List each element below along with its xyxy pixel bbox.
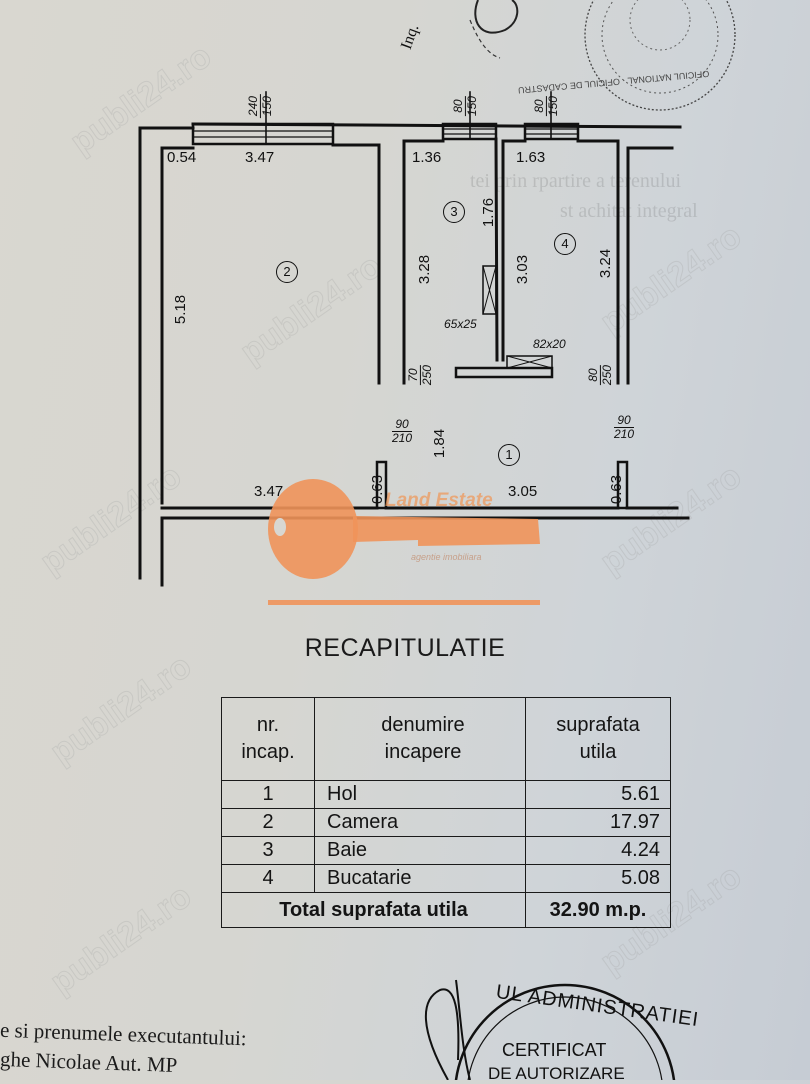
certificate-stamp [424, 979, 676, 1080]
dim-room2-top: 3.47 [245, 149, 275, 166]
logo-subtitle: agentie imobiliara [411, 552, 482, 562]
footer-line-2: ghe Nicolae Aut. MP [0, 1046, 178, 1078]
dim-hall-bottom: 3.05 [508, 483, 538, 500]
total-label: Total suprafata utila [221, 892, 526, 928]
room-number-1: 1 [498, 444, 520, 466]
stamp-line-2: DE AUTORIZARE [488, 1064, 625, 1083]
recap-title: RECAPITULATIE [304, 634, 506, 662]
dim-corner: 0.54 [167, 149, 197, 166]
duct-bath-size: 65x25 [444, 317, 477, 331]
table-row: 4 Bucatarie 5.08 [221, 864, 671, 893]
watermark: publi24.ro [43, 876, 199, 1002]
watermark: publi24.ro [43, 646, 199, 772]
key-icon [268, 479, 540, 605]
signature-and-stamp-top: OFICIUL NATIONAL · OFICIUL DE CADASTRU [469, 0, 736, 111]
dim-room2-bottom: 3.47 [254, 483, 284, 500]
recap-table: nr. incap. denumire incapere suprafata u… [221, 697, 671, 928]
dim-jamb-right: 0.63 [608, 474, 626, 505]
dim-room4-top: 1.63 [516, 149, 546, 166]
table-row: 1 Hol 5.61 [221, 780, 671, 809]
header-name: denumire incapere [314, 697, 526, 781]
table-row: 3 Baie 4.24 [221, 836, 671, 865]
table-total-row: Total suprafata utila 32.90 m.p. [221, 892, 671, 928]
table-row: 2 Camera 17.97 [221, 808, 671, 837]
dim-room3-right: 1.76 [480, 197, 498, 228]
total-value: 32.90 m.p. [525, 892, 671, 928]
room-number-2: 2 [276, 261, 298, 283]
header-nr: nr. incap. [221, 697, 315, 781]
header-area: suprafata utila [525, 697, 671, 781]
dim-room4-right: 3.24 [597, 248, 615, 279]
dim-room4-left: 3.03 [514, 254, 532, 285]
duct-kitchen-size: 82x20 [533, 337, 566, 351]
room-number-4: 4 [554, 233, 576, 255]
dim-room3-top: 1.36 [412, 149, 442, 166]
footer-line-1: e si prenumele executantului: [0, 1017, 248, 1051]
dim-room3-left: 3.28 [416, 254, 434, 285]
room-number-3: 3 [443, 201, 465, 223]
stamp-line-1: CERTIFICAT [502, 1040, 607, 1060]
dim-room2-left: 5.18 [172, 294, 190, 325]
dim-hall-left: 1.84 [431, 428, 449, 459]
floor-plan [138, 91, 690, 587]
table-header-row: nr. incap. denumire incapere suprafata u… [221, 697, 671, 781]
logo-name: Land Estate [385, 490, 493, 511]
